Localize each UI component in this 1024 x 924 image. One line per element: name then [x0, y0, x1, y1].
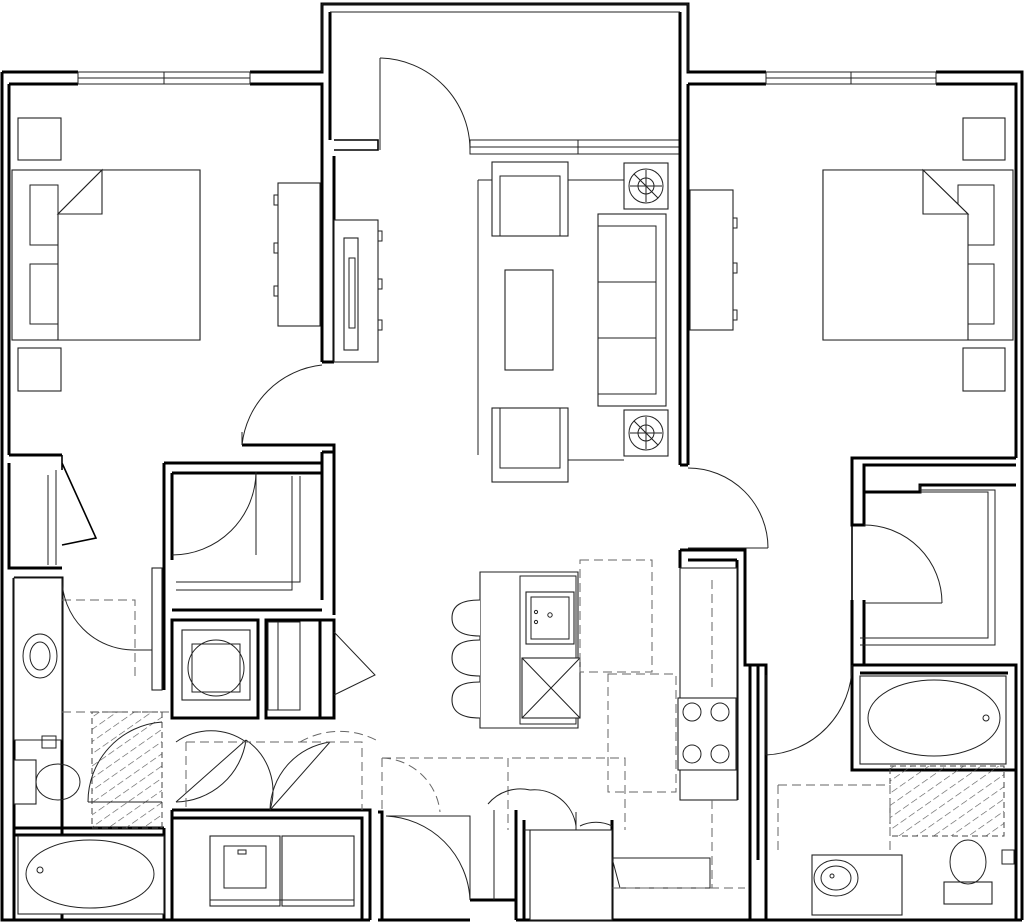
armchair [491, 407, 569, 483]
armchair [477, 161, 569, 455]
bedroom-right-door[interactable] [687, 467, 769, 549]
washer-dryer [209, 835, 355, 907]
bath-left [13, 567, 170, 915]
side-table [623, 162, 669, 210]
closet-left [47, 455, 257, 565]
laundry-doors[interactable] [175, 730, 626, 830]
shower-area [889, 765, 1005, 837]
bathtub-left [17, 835, 165, 915]
nightstand [17, 117, 62, 161]
toilet [13, 735, 81, 805]
bathtub-right [859, 675, 1007, 765]
nightstand [962, 347, 1006, 392]
pantry-door[interactable] [385, 810, 495, 901]
bath-right [765, 664, 1015, 916]
balcony-door[interactable] [334, 57, 471, 151]
cooktop [677, 697, 737, 771]
kitchen [451, 559, 745, 889]
dishwasher [521, 657, 581, 719]
storage-closet [487, 788, 613, 921]
side-table [623, 409, 669, 457]
tv-console [333, 219, 383, 363]
shower-area [91, 711, 163, 829]
bed-right [822, 168, 1014, 341]
bar-stools [451, 599, 481, 719]
nightstand [962, 117, 1006, 161]
toilet [943, 839, 1015, 905]
refrigerator-space [579, 559, 653, 673]
dresser-left [273, 182, 321, 327]
sofa [597, 213, 667, 407]
nightstand [17, 347, 62, 392]
dresser-right [689, 189, 738, 331]
living-room [477, 161, 669, 483]
utility-closets [181, 621, 376, 711]
bed-left [11, 168, 201, 341]
bedroom-right [687, 117, 1014, 549]
coffee-table [504, 269, 554, 371]
bedroom-left [11, 117, 323, 446]
sink [525, 591, 575, 645]
bedroom-left-door[interactable] [241, 364, 323, 446]
closet-right [851, 483, 1016, 646]
vanity-right [811, 854, 903, 916]
